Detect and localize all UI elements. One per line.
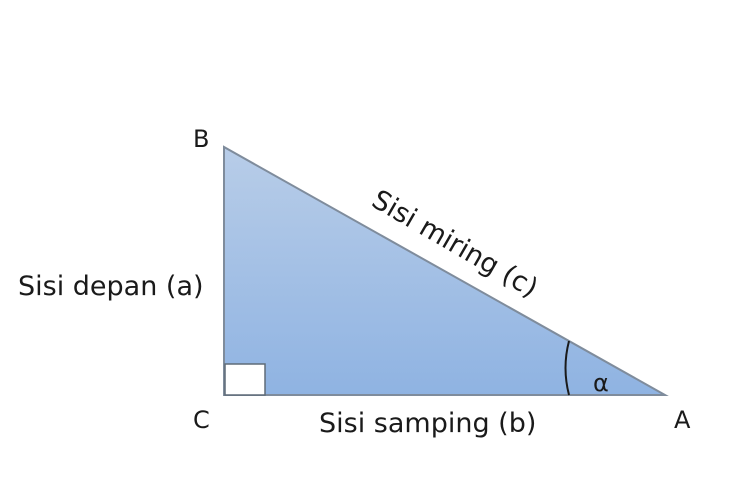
angle-arc: [564, 340, 570, 396]
vertex-label-c: C: [193, 406, 210, 434]
side-label-opposite: Sisi depan (a): [18, 271, 204, 302]
right-angle-marker: [224, 363, 266, 396]
vertex-label-b: B: [193, 125, 209, 153]
angle-label-alpha: α: [593, 369, 609, 397]
triangle-shape: [223, 145, 669, 396]
vertex-label-a: A: [674, 406, 691, 434]
side-label-adjacent: Sisi samping (b): [319, 408, 536, 439]
